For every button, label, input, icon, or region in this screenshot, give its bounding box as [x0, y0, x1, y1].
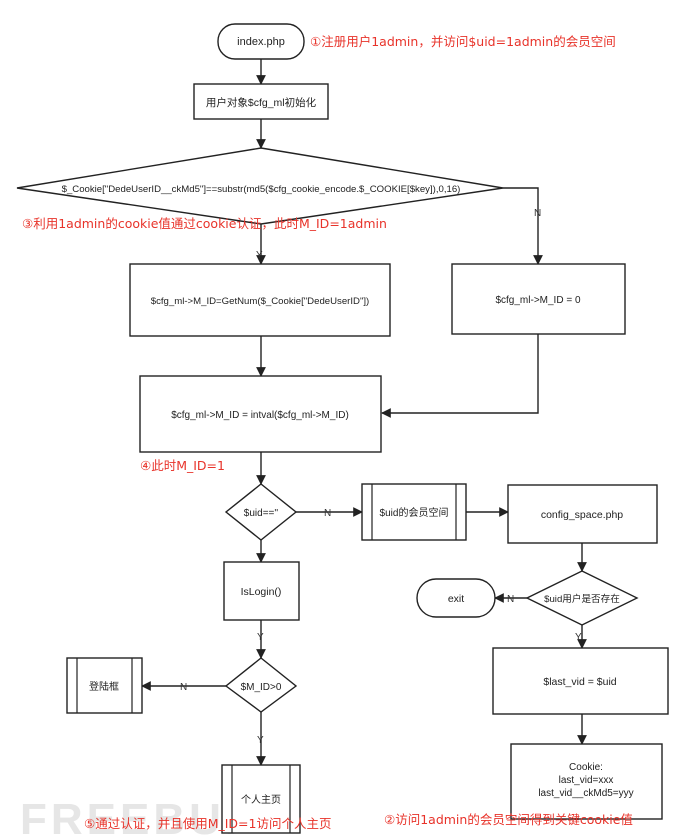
node-getnum — [129, 263, 391, 337]
node-init — [193, 83, 329, 120]
node-getnum-text: $cfg_ml->M_ID=GetNum($_Cookie["DedeUserI… — [151, 296, 369, 307]
node-login-box — [66, 657, 143, 714]
node-cookie-line1: last_vid=xxx — [559, 775, 614, 786]
node-login-box-text: 登陆框 — [89, 680, 119, 693]
subprocess-bars — [76, 484, 457, 833]
node-config-space-text: config_space.php — [541, 509, 623, 521]
node-uid-space — [361, 483, 467, 541]
node-uid-empty-text: $uid=='' — [244, 508, 278, 519]
node-exit-text: exit — [448, 593, 464, 605]
annotation-5: ⑤通过认证，并且使用M_ID=1访问个人主页 — [84, 816, 331, 831]
connectors — [141, 59, 587, 766]
node-uid-exists — [525, 570, 639, 626]
node-mid-check — [224, 657, 298, 713]
node-uid-empty — [224, 483, 298, 541]
node-home — [221, 764, 301, 834]
node-cookie-check-text: $_Cookie["DedeUserID__ckMd5"]==substr(md… — [62, 184, 461, 195]
node-home-text: 个人主页 — [241, 794, 281, 806]
label-no-3: N — [507, 594, 514, 605]
label-no-4: N — [180, 682, 187, 693]
node-cookie-line2: last_vid__ckMd5=yyy — [538, 788, 633, 799]
node-uid-space-text: $uid的会员空间 — [380, 506, 449, 519]
node-uid-exists-text: $uid用户是否存在 — [544, 593, 620, 605]
annotation-4: ④此时M_ID=1 — [140, 458, 225, 473]
node-intval-text: $cfg_ml->M_ID = intval($cfg_ml->M_ID) — [171, 410, 349, 421]
node-start-text: index.php — [237, 36, 285, 48]
edge-zero-intval — [381, 334, 539, 418]
label-yes-4: Y — [257, 735, 264, 746]
node-last-vid-text: $last_vid = $uid — [543, 676, 616, 688]
node-mid-check-text: $M_ID>0 — [241, 682, 282, 693]
label-yes-1: Y — [256, 250, 263, 261]
label-no-1: N — [534, 208, 541, 219]
node-init-text: 用户对象$cfg_ml初始化 — [206, 96, 317, 109]
label-yes-2: Y — [575, 632, 582, 643]
annotation-2: ②访问1admin的会员空间得到关键cookie值 — [384, 812, 633, 827]
watermark: FREEBUF — [20, 795, 256, 840]
node-config-space — [507, 484, 658, 544]
node-islogin-text: IsLogin() — [241, 586, 282, 598]
node-start — [217, 23, 305, 60]
node-cookie-box — [510, 743, 663, 820]
node-cookie-check — [16, 147, 504, 225]
label-yes-3: Y — [257, 632, 264, 643]
node-intval — [139, 375, 382, 453]
edge-cookie-zero — [503, 187, 543, 265]
node-zero-text: $cfg_ml->M_ID = 0 — [495, 295, 580, 306]
annotation-1: ①注册用户1admin，并访问$uid=1admin的会员空间 — [310, 34, 616, 49]
annotation-3: ③利用1admin的cookie值通过cookie认证，此时M_ID=1admi… — [22, 216, 387, 231]
label-no-2: N — [324, 508, 331, 519]
node-islogin — [223, 561, 300, 621]
node-last-vid — [492, 647, 669, 715]
node-cookie-title: Cookie: — [569, 762, 603, 773]
node-exit — [416, 578, 496, 618]
node-zero — [451, 263, 626, 335]
